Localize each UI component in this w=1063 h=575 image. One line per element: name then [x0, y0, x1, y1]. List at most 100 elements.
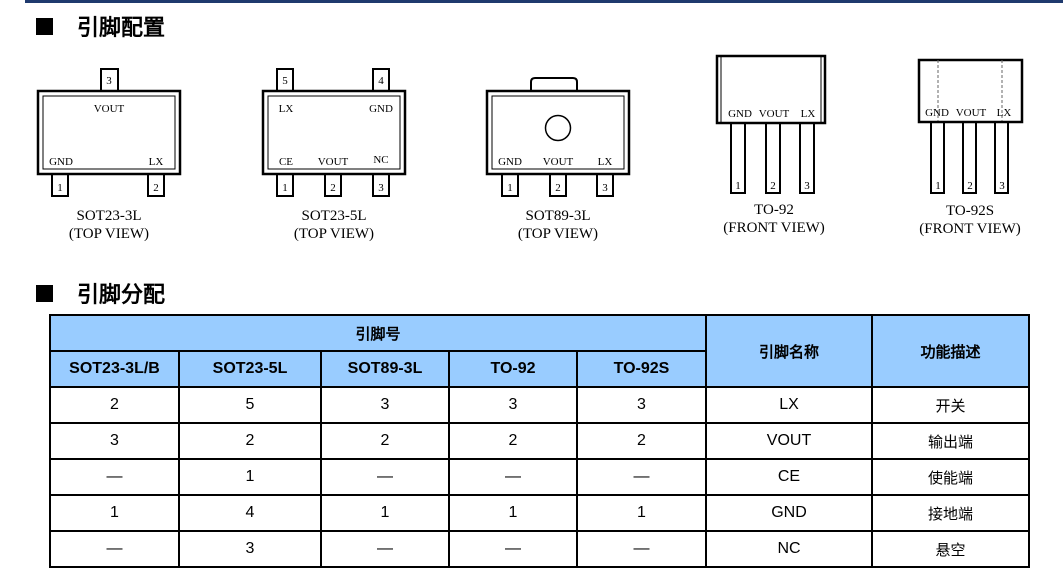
- svg-text:1: 1: [57, 182, 63, 194]
- column-header: 引脚名称: [705, 314, 873, 388]
- sot23-5l-diagram: 5 4 1 2 3 LX GND CE VOUT NC: [261, 68, 407, 197]
- table-cell: —: [320, 458, 450, 496]
- table-cell: —: [576, 458, 707, 496]
- svg-text:2: 2: [153, 182, 159, 194]
- table-cell: LX: [705, 386, 873, 424]
- column-header: TO-92S: [576, 350, 707, 388]
- table-cell: 2: [320, 422, 450, 460]
- pin-label: VOUT: [94, 103, 125, 115]
- table-cell: NC: [705, 530, 873, 568]
- table-cell: 3: [49, 422, 180, 460]
- table-cell: —: [448, 530, 578, 568]
- table-cell: 接地端: [871, 494, 1030, 532]
- table-cell: 2: [49, 386, 180, 424]
- table-cell: 2: [448, 422, 578, 460]
- pin-label: LX: [997, 107, 1012, 119]
- table-cell: 使能端: [871, 458, 1030, 496]
- pin-label: GND: [925, 107, 949, 119]
- table-cell: 3: [448, 386, 578, 424]
- table-cell: VOUT: [705, 422, 873, 460]
- to-92-diagram: 1 2 3 GND VOUT LX: [715, 54, 827, 194]
- bullet-square-icon: [36, 17, 53, 35]
- column-header: SOT89-3L: [320, 350, 450, 388]
- table-cell: 输出端: [871, 422, 1030, 460]
- svg-text:2: 2: [330, 182, 336, 194]
- svg-text:3: 3: [804, 180, 810, 192]
- table-cell: 1: [49, 494, 180, 532]
- table-cell: 开关: [871, 386, 1030, 424]
- table-cell: CE: [705, 458, 873, 496]
- table-cell: 1: [448, 494, 578, 532]
- table-cell: 5: [178, 386, 322, 424]
- sot23-3l-diagram: VOUT 312 VOUT GND LX: [36, 68, 182, 197]
- pin-label: VOUT: [543, 156, 574, 168]
- svg-text:1: 1: [735, 180, 741, 192]
- svg-text:3: 3: [602, 182, 608, 194]
- svg-text:5: 5: [282, 75, 288, 87]
- pin-label: NC: [373, 154, 388, 166]
- section-title: 引脚配置: [77, 15, 166, 40]
- package-diagrams: VOUT 3 1 2 VOUT GND LX 5 4 1 2 3 LX GND CE VOU…: [36, 54, 1024, 197]
- svg-text:2: 2: [770, 180, 776, 192]
- table-cell: 2: [178, 422, 322, 460]
- package-caption: SOT23-3L(TOP VIEW): [68, 208, 150, 242]
- svg-text:3: 3: [378, 182, 384, 194]
- svg-text:2: 2: [967, 180, 973, 192]
- pin-label: CE: [279, 156, 293, 168]
- pin-label: LX: [279, 103, 294, 115]
- to-92s-diagram: 1 2 3 GND VOUT LX: [917, 58, 1024, 194]
- pin-label: GND: [49, 156, 73, 168]
- section-pin-assign: 引脚分配: [36, 277, 165, 309]
- table-cell: 4: [178, 494, 322, 532]
- table-cell: —: [576, 530, 707, 568]
- pin-label: GND: [369, 103, 393, 115]
- pin-label: GND: [498, 156, 522, 168]
- pin-label: LX: [801, 108, 816, 120]
- table-cell: 3: [576, 386, 707, 424]
- table-cell: —: [448, 458, 578, 496]
- table-cell: 1: [320, 494, 450, 532]
- pin-label: VOUT: [759, 108, 790, 120]
- column-header: SOT23-3L/B: [49, 350, 180, 388]
- table-cell: GND: [705, 494, 873, 532]
- group-header: 引脚号: [49, 314, 707, 352]
- column-header: SOT23-5L: [178, 350, 322, 388]
- column-header: 功能描述: [871, 314, 1030, 388]
- table-cell: 1: [178, 458, 322, 496]
- pin-assignment-table: 引脚号 引脚名称 功能描述 SOT23-3L/B SOT23-5L SOT89-…: [49, 314, 1030, 568]
- pin-label: VOUT: [956, 107, 987, 119]
- svg-text:1: 1: [935, 180, 941, 192]
- section-title: 引脚分配: [77, 282, 166, 307]
- column-header: TO-92: [448, 350, 578, 388]
- package-caption: SOT89-3L(TOP VIEW): [517, 208, 599, 242]
- table-cell: 3: [320, 386, 450, 424]
- svg-text:2: 2: [555, 182, 561, 194]
- package-caption: TO-92(FRONT VIEW): [723, 202, 825, 236]
- pin-label: GND: [728, 108, 752, 120]
- table-cell: 1: [576, 494, 707, 532]
- table-cell: 3: [178, 530, 322, 568]
- svg-text:3: 3: [106, 75, 112, 87]
- table-cell: —: [49, 458, 180, 496]
- svg-text:4: 4: [378, 75, 384, 87]
- table-cell: —: [49, 530, 180, 568]
- table-cell: 2: [576, 422, 707, 460]
- package-caption: SOT23-5L(TOP VIEW): [293, 208, 375, 242]
- pin-label: LX: [149, 156, 164, 168]
- svg-text:3: 3: [999, 180, 1005, 192]
- table-cell: 悬空: [871, 530, 1030, 568]
- package-caption: TO-92S(FRONT VIEW): [919, 203, 1021, 237]
- svg-text:1: 1: [282, 182, 288, 194]
- bullet-square-icon: [36, 284, 53, 302]
- section-pin-config: 引脚配置: [36, 10, 165, 42]
- pin-label: LX: [598, 156, 613, 168]
- table-cell: —: [320, 530, 450, 568]
- top-rule: [25, 0, 1063, 3]
- pin-label: VOUT: [318, 156, 349, 168]
